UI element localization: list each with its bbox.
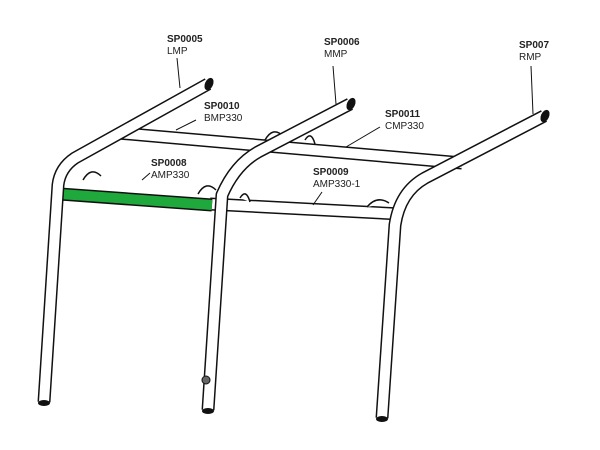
part-name: MMP [324, 49, 348, 60]
part-name: AMP330-1 [313, 179, 361, 190]
part-id: SP0006 [324, 37, 360, 48]
part-name: RMP [519, 52, 542, 63]
part-name: AMP330 [151, 170, 190, 181]
leader-lines [141, 57, 534, 206]
part-name: CMP330 [385, 121, 424, 132]
clamp-icons [82, 131, 390, 208]
part-id: SP0005 [167, 34, 203, 45]
part-id: SP007 [519, 40, 550, 51]
tube-end-caps [38, 77, 550, 422]
part-id: SP0008 [151, 158, 187, 169]
bolt-icon [201, 375, 211, 385]
part-name: LMP [167, 46, 188, 57]
part-id: SP0010 [204, 101, 240, 112]
part-name: BMP330 [204, 113, 243, 124]
part-id: SP0009 [313, 167, 349, 178]
part-id: SP0011 [385, 109, 421, 120]
